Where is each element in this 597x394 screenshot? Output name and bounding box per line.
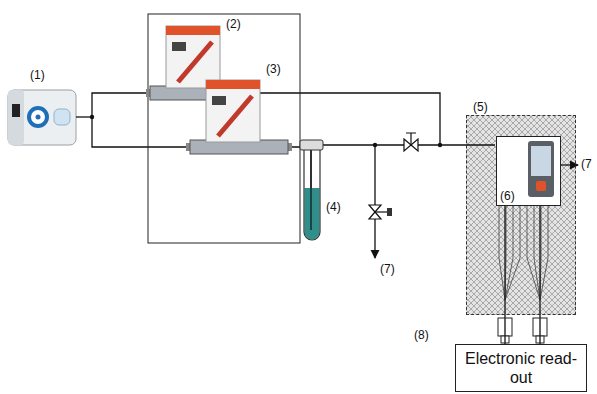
mass-flow-controller-part [166,26,220,35]
junction-dot [438,143,442,147]
callout-number: (3) [266,62,281,76]
shutoff-valve-part [406,133,416,145]
air-pump-part [12,104,20,117]
vent-valve-part [387,208,392,216]
bubbler-part [310,150,311,230]
junction-dot [90,115,94,119]
readout-box: Electronic read-out [455,344,587,392]
ribbon-wires-part [527,205,540,300]
vent-valve [369,205,392,219]
pipework-part [92,117,190,147]
sensor-device-part [536,181,546,191]
callout-anchor: (7 [581,157,592,171]
air-pump [8,90,76,145]
callout-anchor: (3) [266,62,281,76]
ribbon-wires-part [505,205,513,300]
callout-number: (7 [581,157,592,171]
test-chamber-box: (5)(6) [466,115,576,315]
mass-flow-controller-part [166,26,220,88]
mass-flow-controller-part [212,96,226,105]
pipework-part [248,93,440,145]
callout-number: (1) [30,68,45,82]
ribbon-wires-part [534,205,540,300]
air-pump-part [29,108,47,126]
callout-anchor: (2) [226,17,241,31]
signal-cable [504,206,505,344]
shutoff-valve [404,133,418,151]
ribbon-wires-part [505,205,520,300]
callout-anchor: (1) [30,68,45,82]
air-pump-part [8,90,24,145]
ribbon-wires-part [499,205,505,300]
bubbler-part [304,150,320,240]
signal-cable [539,206,540,344]
callout-anchor: (8) [414,328,429,342]
sensor-device [528,141,554,197]
callout-number: (4) [326,200,341,214]
sensor-device-part [531,146,551,176]
mass-flow-controller [186,80,292,154]
pipework-part [76,116,92,117]
bubbler-part [305,188,320,240]
cell-fill [496,136,561,206]
pipework-part [374,145,375,258]
callout-anchor: (7) [380,262,395,276]
junction-dot [373,143,377,147]
bubbler [300,140,323,240]
callout-anchor: (4) [326,200,341,214]
mass-flow-controller-part [206,80,260,89]
mass-flow-controller-part [172,42,186,51]
air-pump-part [36,115,41,120]
pipework [76,93,578,258]
mass-flow-controller-part [206,80,260,142]
callout-number: (6) [500,189,515,203]
bubbler-part [300,140,323,150]
vent-valve-part [375,211,387,212]
air-pump-part [8,90,76,145]
callout-number: (5) [473,100,488,114]
controller-frame [148,14,300,243]
readout-text: Electronic read-out [461,349,581,387]
sensor-device-part [528,141,554,197]
sensor-cell-box: (6) [496,136,561,206]
callout-number: (2) [226,17,241,31]
pipework-part [92,93,150,117]
ribbon-wires-part [540,205,548,300]
air-pump-part [54,109,70,125]
callout-number: (7) [380,262,395,276]
callout-number: (8) [414,328,429,342]
